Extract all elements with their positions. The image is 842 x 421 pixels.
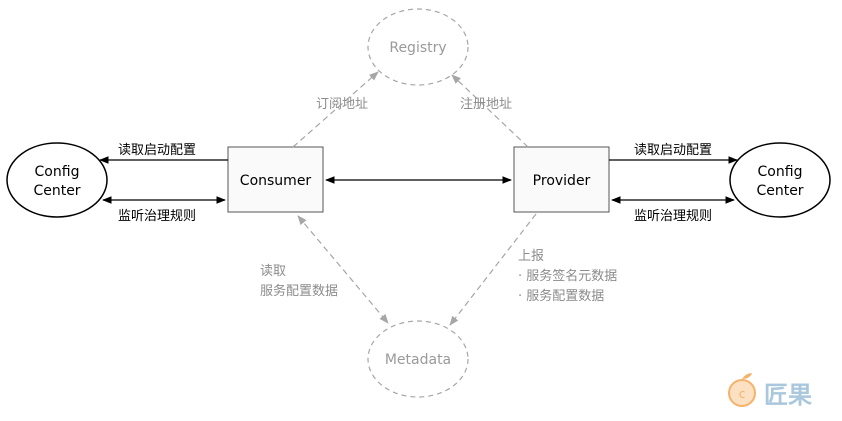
metadata-label: Metadata xyxy=(385,352,451,368)
consumer-metadata-label-line2: 服务配置数据 xyxy=(260,283,338,299)
registry-node: Registry xyxy=(367,8,469,86)
consumer-metadata-label-line1: 读取 xyxy=(260,264,286,279)
consumer-metadata-edge xyxy=(297,215,389,324)
watermark-logo: c 匠果 xyxy=(728,373,812,409)
register-edge xyxy=(451,74,529,148)
right-read-config-label: 读取启动配置 xyxy=(634,143,712,158)
config-center-right-node: Config Center xyxy=(729,142,831,218)
watermark-text: 匠果 xyxy=(764,381,812,409)
consumer-node: Consumer xyxy=(227,146,324,213)
subscribe-label: 订阅地址 xyxy=(316,97,368,112)
provider-label: Provider xyxy=(533,173,591,189)
provider-node: Provider xyxy=(513,146,610,213)
config-center-left-line1: Config xyxy=(35,164,80,180)
register-label: 注册地址 xyxy=(460,97,512,112)
consumer-label: Consumer xyxy=(240,173,312,189)
config-center-right-line1: Config xyxy=(758,164,803,180)
right-listen-rules-label: 监听治理规则 xyxy=(634,209,712,224)
provider-metadata-label-line1: 上报 xyxy=(518,249,544,264)
registry-label: Registry xyxy=(389,40,446,56)
provider-metadata-edge xyxy=(449,213,537,326)
config-center-left-line2: Center xyxy=(33,183,80,199)
provider-metadata-label-line3: · 服务配置数据 xyxy=(518,288,604,304)
provider-metadata-label-line2: · 服务签名元数据 xyxy=(518,268,617,284)
metadata-node: Metadata xyxy=(367,320,469,398)
leaf-icon xyxy=(742,373,752,379)
config-center-right-line2: Center xyxy=(756,183,803,199)
config-center-left-node: Config Center xyxy=(6,142,108,218)
left-listen-rules-label: 监听治理规则 xyxy=(118,209,196,224)
subscribe-edge xyxy=(292,71,379,148)
svg-text:c: c xyxy=(739,387,746,401)
left-read-config-label: 读取启动配置 xyxy=(118,143,196,158)
